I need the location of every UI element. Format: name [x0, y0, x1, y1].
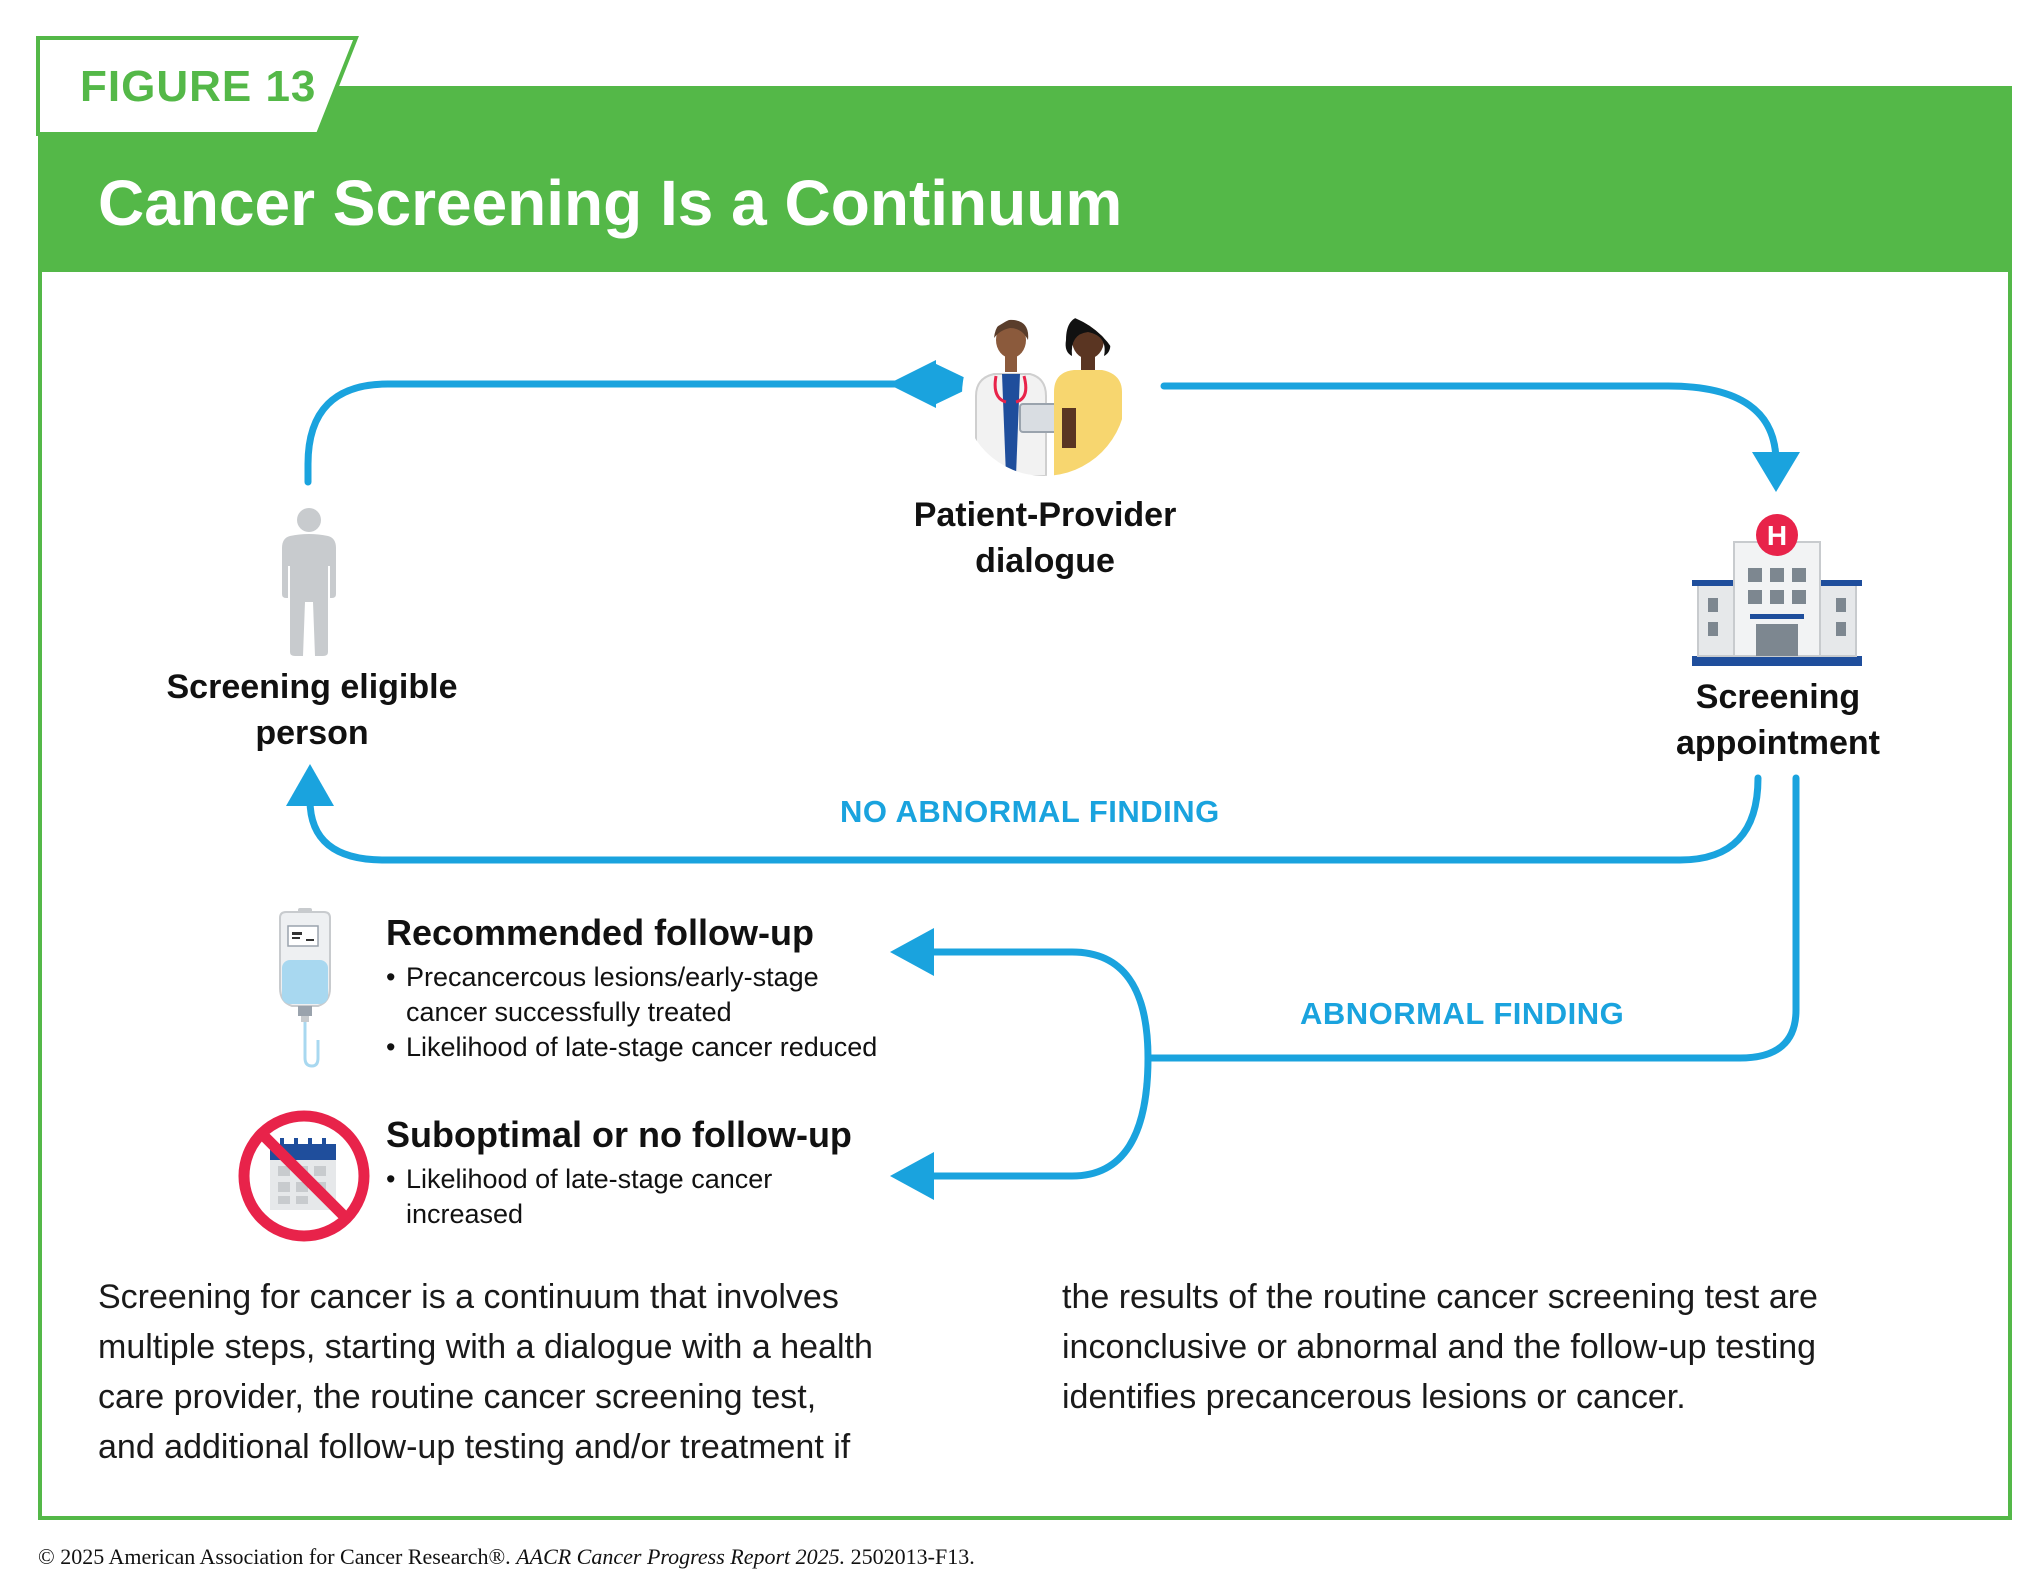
figure-label: FIGURE 13 — [80, 62, 317, 111]
arrowhead-down — [1752, 452, 1800, 492]
outcome-suboptimal: Suboptimal or no follow-up Likelihood of… — [386, 1114, 946, 1232]
arrow-branch-down — [926, 1054, 1152, 1180]
copyright-line: © 2025 American Association for Cancer R… — [38, 1544, 975, 1569]
arrowhead-right-large — [932, 362, 978, 406]
arrow-abnormal-down — [1144, 774, 1800, 1062]
list-item: Likelihood of late-stage cancer reduced — [386, 1030, 946, 1065]
node-eligible-label: Screening eligible person — [150, 664, 474, 756]
outcome-recommended-list: Precancercous lesions/early-stage cancer… — [386, 960, 946, 1065]
arrow-dialogue-to-appointment — [1160, 382, 1780, 466]
node-appointment-label: Screening appointment — [1620, 674, 1936, 766]
node-appointment-line1: Screening — [1695, 678, 1861, 716]
outcome-recommended-title: Recommended follow-up — [386, 912, 815, 953]
node-eligible-line1: Screening eligible — [166, 668, 458, 706]
node-eligible-line2: person — [255, 714, 369, 752]
node-dialogue-label: Patient-Provider dialogue — [880, 492, 1210, 584]
svg-text:H: H — [1767, 520, 1787, 551]
arrowhead-up — [286, 764, 334, 806]
node-dialogue-line2: dialogue — [975, 542, 1115, 580]
arrowhead-right — [888, 360, 936, 408]
arrow-no-abnormal-return — [306, 774, 1762, 864]
list-item: Likelihood of late-stage cancer increase… — [386, 1162, 946, 1232]
iv-bag-icon — [279, 908, 331, 1068]
figure-title: Cancer Screening Is a Continuum — [98, 167, 1123, 239]
body-text-right: the results of the routine cancer screen… — [1062, 1278, 1818, 1416]
node-dialogue-line1: Patient-Provider — [913, 496, 1177, 534]
arrow-eligible-to-dialogue — [304, 380, 904, 486]
flow-label-abnormal: ABNORMAL FINDING — [1300, 996, 1625, 1031]
header-band — [38, 86, 2012, 272]
flow-label-no-abnormal: NO ABNORMAL FINDING — [840, 794, 1220, 829]
figure-tab — [36, 36, 359, 136]
node-appointment-line2: appointment — [1676, 724, 1880, 762]
arrow-branch-up — [926, 948, 1152, 1062]
outcome-suboptimal-list: Likelihood of late-stage cancer increase… — [386, 1162, 946, 1232]
hospital-badge — [1756, 514, 1798, 556]
outcome-recommended: Recommended follow-up Precancercous lesi… — [386, 912, 946, 1065]
hospital-icon: H — [1692, 514, 1862, 666]
no-calendar-icon — [238, 1110, 370, 1242]
patient-provider-icon — [962, 312, 1126, 476]
list-item: Precancercous lesions/early-stage cancer… — [386, 960, 946, 1030]
outcome-suboptimal-title: Suboptimal or no follow-up — [386, 1114, 852, 1155]
body-text-left: Screening for cancer is a continuum that… — [98, 1278, 873, 1466]
person-icon — [282, 508, 336, 656]
